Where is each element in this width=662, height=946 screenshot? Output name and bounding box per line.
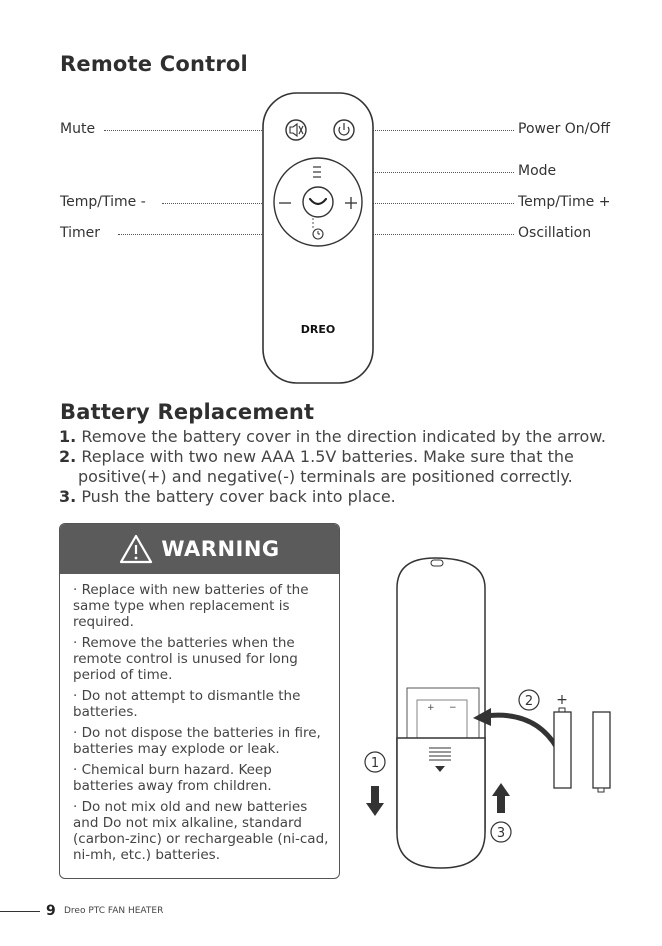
label-temp-time-minus: Temp/Time - (60, 194, 146, 210)
warning-item: · Do not dispose the batteries in fire, … (73, 725, 321, 757)
step-marker-3 (490, 821, 512, 843)
page-number: 9 (46, 903, 56, 919)
temp-plus-icon[interactable] (345, 197, 357, 209)
step-2: 2. Replace with two new AAA 1.5V batteri… (59, 447, 574, 466)
arrow-down-icon (366, 786, 384, 816)
mute-icon (289, 122, 304, 138)
step-marker-2 (518, 689, 540, 711)
leader-temp-plus (368, 203, 514, 204)
footer-text: Dreo PTC FAN HEATER (64, 906, 164, 916)
warning-triangle-icon (120, 534, 153, 564)
compartment-plus: + (427, 703, 435, 713)
brand-logo: DREO (301, 323, 335, 336)
label-mode: Mode (518, 163, 557, 179)
insert-arrow (482, 712, 560, 751)
battery-icon (553, 707, 572, 789)
warning-title: WARNING (161, 537, 280, 561)
power-icon (338, 123, 350, 136)
step-2-continued: positive(+) and negative(-) terminals ar… (78, 467, 573, 486)
label-temp-time-plus: Temp/Time + (518, 194, 611, 210)
label-oscillation: Oscillation (518, 225, 592, 241)
mute-button[interactable] (285, 119, 307, 141)
compartment-inner (416, 699, 468, 741)
battery-replacement-title: Battery Replacement (60, 400, 315, 424)
step-marker-1 (364, 751, 386, 773)
warning-list: · Replace with new batteries of the same… (60, 574, 339, 863)
footer-rule (0, 911, 40, 912)
compartment-minus: − (449, 703, 457, 713)
step-1: 1. Remove the battery cover in the direc… (59, 427, 606, 446)
label-mute: Mute (60, 121, 96, 137)
warning-item: · Do not mix old and new batteries and D… (73, 799, 329, 863)
step-marker-2-label: 2 (525, 694, 533, 709)
mode-icon[interactable] (313, 166, 321, 178)
remote-control-title: Remote Control (60, 52, 248, 76)
leader-temp-minus (162, 203, 274, 204)
warning-box: WARNING · Replace with new batteries of … (59, 523, 340, 879)
warning-item: · Do not attempt to dismantle the batter… (73, 688, 301, 720)
battery-plus-label: + (556, 692, 568, 708)
label-power: Power On/Off (518, 121, 611, 137)
step-3: 3. Push the battery cover back into plac… (59, 487, 396, 506)
warning-item: · Chemical burn hazard. Keep batteries a… (73, 762, 272, 794)
leader-power (358, 130, 514, 131)
label-timer: Timer (60, 225, 101, 241)
leader-mute (104, 130, 284, 131)
battery-cover (396, 737, 486, 869)
leader-oscillation (320, 234, 514, 235)
step-marker-3-label: 3 (497, 826, 505, 841)
remote-hook (430, 559, 444, 567)
insert-arrow-head (473, 708, 491, 726)
oscillation-button[interactable] (302, 186, 334, 218)
arrow-up-icon (492, 783, 510, 813)
leader-timer (118, 234, 312, 235)
warning-header: WARNING (60, 524, 339, 574)
timer-icon[interactable] (312, 228, 324, 240)
battery-steps: 1. Remove the battery cover in the direc… (59, 427, 649, 507)
cover-grip-icon (429, 747, 451, 772)
battery-icon (592, 711, 611, 793)
warning-item: · Replace with new batteries of the same… (73, 582, 309, 630)
battery-diagram: + − 1 3 2 + (364, 557, 611, 869)
leader-mode (326, 172, 514, 173)
remote-illustration: DREO (262, 92, 374, 384)
warning-item: · Remove the batteries when the remote c… (73, 635, 298, 683)
step-marker-1-label: 1 (371, 756, 379, 771)
